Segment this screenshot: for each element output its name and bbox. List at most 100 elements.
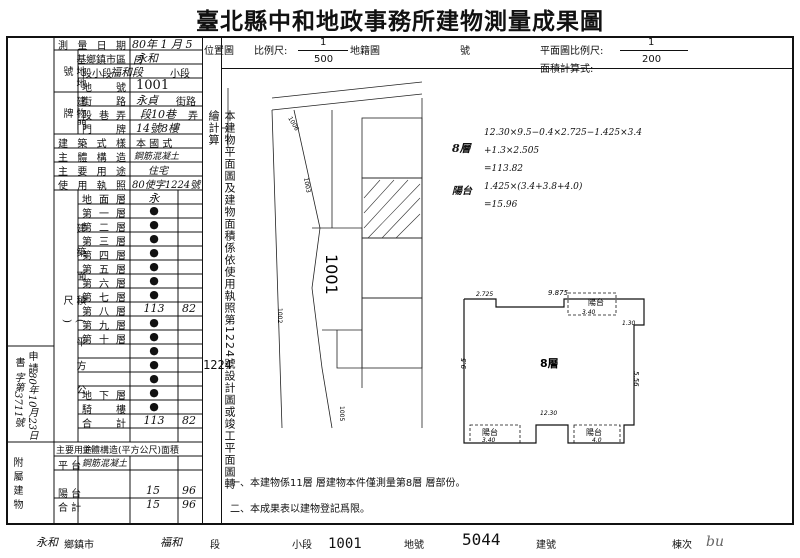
formula-balcony-line1: 1.425×(3.4+3.8+4.0) xyxy=(484,182,583,192)
base-land-group-label: 基地地號 xyxy=(61,54,85,90)
floor-area-decimal: 82 xyxy=(182,414,196,427)
footer-section-suffix: 段 xyxy=(210,540,220,551)
attached-row-value: 15 xyxy=(146,484,160,497)
applicant-no: 字第3711號 xyxy=(12,372,23,428)
note-column xyxy=(202,36,222,525)
fp-dim-left-top: 2.725 xyxy=(476,291,493,298)
formula-floor-label: 8層 xyxy=(452,142,471,155)
lot-number: 1001 xyxy=(322,254,341,295)
area-group-label: 建築面積(平方公尺) xyxy=(61,223,85,409)
street-label: 街 路 xyxy=(82,97,126,108)
lane-suffix: 弄 xyxy=(188,111,198,122)
floor-plan: 陽台 陽台 陽台 8層 9.875 2.725 5.56 9.5 12.30 3… xyxy=(460,289,645,444)
page-title: 臺北縣中和地政事務所建物測量成果圖 xyxy=(196,8,604,35)
floor-name: 第九層 xyxy=(82,321,126,332)
attached-row-value: 15 xyxy=(146,498,160,511)
floor-area-value: ● xyxy=(149,218,159,231)
door-no-value: 14號8樓 xyxy=(136,122,179,135)
formula-floor-line1: 12.30×9.5−0.4×2.725−1.425×3.4 xyxy=(484,128,642,138)
attached-row-decimal: 96 xyxy=(182,484,196,497)
fp-balcony-br: 陽台 xyxy=(586,427,602,437)
footer-floor-suffix: 棟次 xyxy=(672,540,692,551)
permit-label: 使 用 執 照 xyxy=(58,181,126,192)
footer-building-no-label: 建號 xyxy=(536,540,556,551)
floor-name: 第三層 xyxy=(82,237,126,248)
floor-area-value: 永 xyxy=(148,192,160,205)
floor-area-value: ● xyxy=(149,358,159,371)
form-grid-lines xyxy=(6,36,202,525)
section-value: 福和段 xyxy=(110,66,143,79)
land-no-label: 地 號 xyxy=(82,83,126,94)
scale-top: 1 xyxy=(320,37,327,48)
floor-area-value: 113 xyxy=(143,302,165,315)
style-value: 本 國 式 xyxy=(136,139,173,150)
note-1: 一、本建物係11層 層建物本件僅測量第8層 層部份。 xyxy=(230,478,466,489)
attached-row-name: 陽 台 xyxy=(58,489,82,500)
floor-area-value: ● xyxy=(149,232,159,245)
floor-name: 第八層 xyxy=(82,307,126,318)
fp-dim-left: 9.5 xyxy=(460,357,468,369)
attached-header-left: 主要用途 xyxy=(56,446,93,456)
survey-date-label: 測 量 日 期 xyxy=(58,41,126,52)
footer-land-no-label: 地號 xyxy=(404,540,424,551)
permit-value: 80使字1224號 xyxy=(132,180,201,191)
floor-area-value: ● xyxy=(149,260,159,273)
footer-floor-note: bu xyxy=(706,534,724,550)
township-value: 永和 xyxy=(136,52,158,65)
floor-name: 第五層 xyxy=(82,265,126,276)
floor-name: 第四層 xyxy=(82,251,126,262)
scale-bottom: 500 xyxy=(314,54,334,65)
footer-township: 永和 xyxy=(36,536,58,549)
fp-balcony-bl: 陽台 xyxy=(482,427,498,437)
sheet-border xyxy=(6,36,794,525)
footer-township-suffix: 鄉鎮市 xyxy=(64,540,94,551)
land-no-value: 1001 xyxy=(136,78,170,93)
floor-name: 騎 樓 xyxy=(82,405,126,416)
street-value: 永貞 xyxy=(136,94,158,107)
attached-group-label: 附屬建物 xyxy=(11,457,22,513)
form-panel: 測 量 日 期 80年 1 月 5 日 基地地號 鄉鎮市區 永和 段小段 福和段… xyxy=(6,36,202,525)
floor-area-value: ● xyxy=(149,400,159,413)
floor-area-value: ● xyxy=(149,386,159,399)
footer-subsection-suffix: 小段 xyxy=(292,540,312,551)
attached-row-structure: 鋼筋混凝土 xyxy=(82,459,128,469)
floor-name: 第六層 xyxy=(82,279,126,290)
lot-small-3: 1005 xyxy=(338,406,345,421)
use-value: 住宅 xyxy=(148,166,168,177)
floor-name: 第一層 xyxy=(82,209,126,220)
note-2: 二、本成果表以建物登記爲限。 xyxy=(230,504,370,515)
floor-area-value: ● xyxy=(149,330,159,343)
door-group-label: 建物門牌 xyxy=(61,96,85,132)
structure-label: 主 體 構 造 xyxy=(58,153,126,164)
formula-floor-line3: =113.82 xyxy=(484,164,524,174)
area-formula-label: 面積計算式: xyxy=(540,64,594,75)
formula-balcony-label: 陽台 xyxy=(452,186,472,197)
formula-balcony-line2: =15.96 xyxy=(484,200,518,210)
fp-dim-right-small: 1.30 xyxy=(622,320,636,327)
applicant-label: 申請書 xyxy=(13,351,37,375)
attached-row-decimal: 96 xyxy=(182,498,196,511)
survey-date-value: 80年 1 月 5 日 xyxy=(132,38,193,67)
floor-name: 第十層 xyxy=(82,335,126,346)
permit-side-number: 1224 xyxy=(203,358,232,372)
fp-dim-balc-br: 4.0 xyxy=(592,437,602,444)
floor-name: 第二層 xyxy=(82,223,126,234)
floor-name: 第七層 xyxy=(82,293,126,304)
no-label: 號 xyxy=(460,46,470,57)
floor-area-value: ● xyxy=(149,204,159,217)
scale-fraction-line xyxy=(298,50,348,51)
lot-small-2: 1002 xyxy=(276,308,283,323)
formula-floor-line2: +1.3×2.505 xyxy=(484,146,540,156)
subsection-label: 小段 xyxy=(170,69,190,80)
fp-dim-balc-bl: 3.40 xyxy=(482,437,496,444)
township-label: 鄉鎮市區 xyxy=(86,55,126,66)
land-map-label: 地籍圖 xyxy=(350,46,380,57)
plan-scale-top: 1 xyxy=(648,37,655,48)
floor-area-decimal: 82 xyxy=(182,302,196,315)
attached-row-name: 合 計 xyxy=(58,503,82,514)
lane-value: 段10巷 xyxy=(140,108,176,121)
plan-scale-bottom: 200 xyxy=(642,54,662,65)
applicant-date: 80年10月23日 xyxy=(26,372,37,441)
structure-value: 鋼筋混凝土 xyxy=(134,152,180,162)
floor-area-value: ● xyxy=(149,288,159,301)
